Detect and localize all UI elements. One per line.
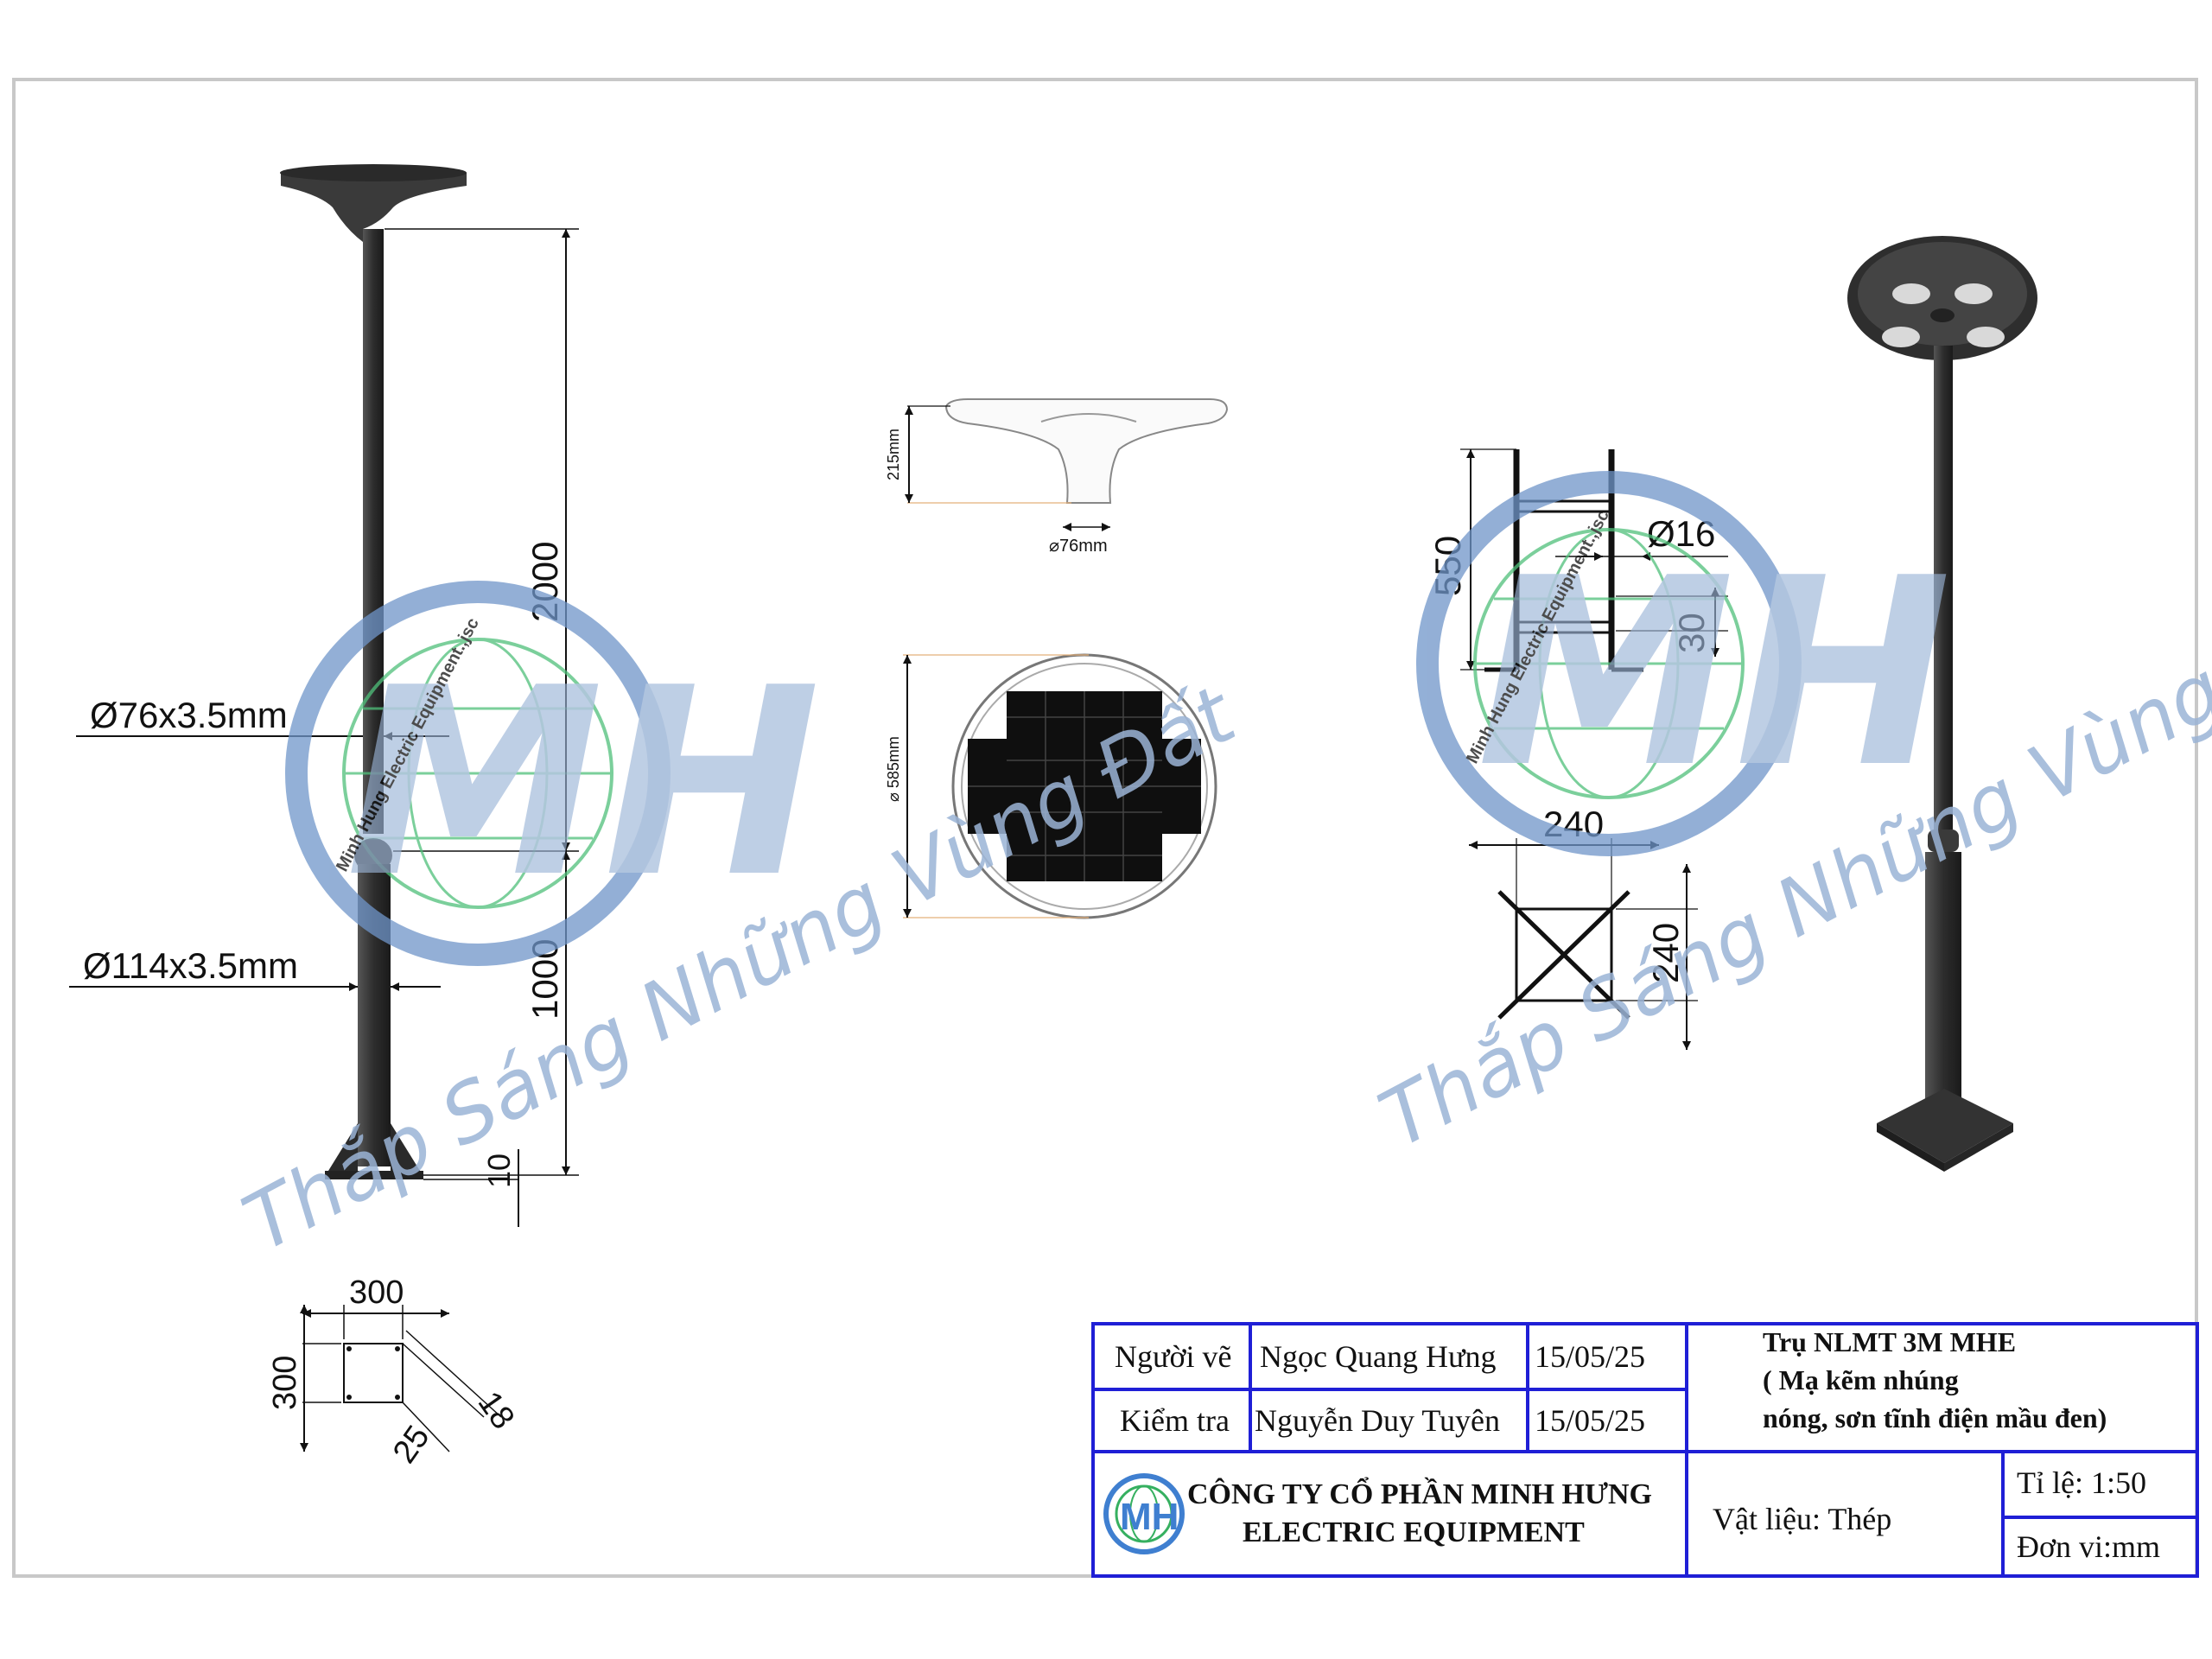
dim-bolt-span-y: 240 [1645,923,1686,983]
watermark-mh-left: MH [346,632,821,934]
pole-3d-view [1847,236,2037,1172]
scale: Tỉ lệ: 1:50 [2017,1465,2146,1500]
dim-plate-rib-width: 25 [386,1419,437,1470]
watermark-logo-right: MH Minh Hung Electric Equipment.,jsc [1416,471,1952,856]
dim-lower-pipe: Ø114x3.5mm [83,945,298,986]
dim-plate-depth: 300 [267,1356,303,1410]
checker-date: 15/05/25 [1535,1403,1645,1438]
dim-lamp-height: 215mm [885,429,902,480]
watermark-logo-left: MH Minh Hung Electric Equipment.,jsc [285,581,821,966]
company-logo-letters: MH [1120,1496,1179,1538]
company-logo: MH [1103,1473,1185,1554]
lamp-light-1 [1892,283,1930,304]
base-plate [343,1343,404,1403]
drawing-title-line3: nóng, sơn tĩnh điện mầu đen) [1763,1402,2107,1433]
pole-3d-base [1877,1089,2013,1163]
drawing-title-line1: Trụ NLMT 3M MHE [1763,1326,2016,1357]
lamp-head-top-view: ⌀ 585mm [885,653,1217,919]
checker-label: Kiểm tra [1120,1403,1230,1438]
material: Vật liệu: Thép [1713,1502,1891,1536]
lamp-head-side-view: 215mm ⌀76mm [885,398,1229,556]
unit: Đơn vi:mm [2017,1529,2160,1564]
title-block: Người vẽ Ngọc Quang Hưng 15/05/25 Kiểm t… [1091,1322,2199,1578]
company-name-line1: CÔNG TY CỔ PHẦN MINH HƯNG [1187,1477,1652,1510]
upper-pipe [363,229,384,834]
lamp-light-4 [1967,327,2005,347]
watermark-mh-right: MH [1477,523,1952,824]
drawing-title-line2: ( Mạ kẽm nhúng [1763,1364,1959,1395]
dim-panel-diameter: ⌀ 585mm [885,736,902,802]
drawer-name: Ngọc Quang Hưng [1260,1339,1496,1374]
base-flange [325,1171,423,1179]
solar-panel [968,691,1201,881]
drawer-date: 15/05/25 [1535,1339,1645,1374]
lamp-light-3 [1882,327,1920,347]
company-name-line2: ELECTRIC EQUIPMENT [1243,1516,1585,1548]
drawer-label: Người vẽ [1115,1339,1232,1374]
dim-lamp-neck: ⌀76mm [1049,537,1108,556]
checker-name: Nguyễn Duy Tuyên [1255,1403,1500,1438]
dim-base-thickness: 10 [481,1154,517,1188]
lamp-light-2 [1955,283,1993,304]
dim-upper-pipe: Ø76x3.5mm [90,695,288,735]
bolt-plan-square [1515,907,1613,1002]
dim-plate-rib: 18 [471,1385,522,1436]
base-plate-detail: 300 300 18 25 [267,1274,521,1470]
dim-plate-width: 300 [349,1274,404,1311]
